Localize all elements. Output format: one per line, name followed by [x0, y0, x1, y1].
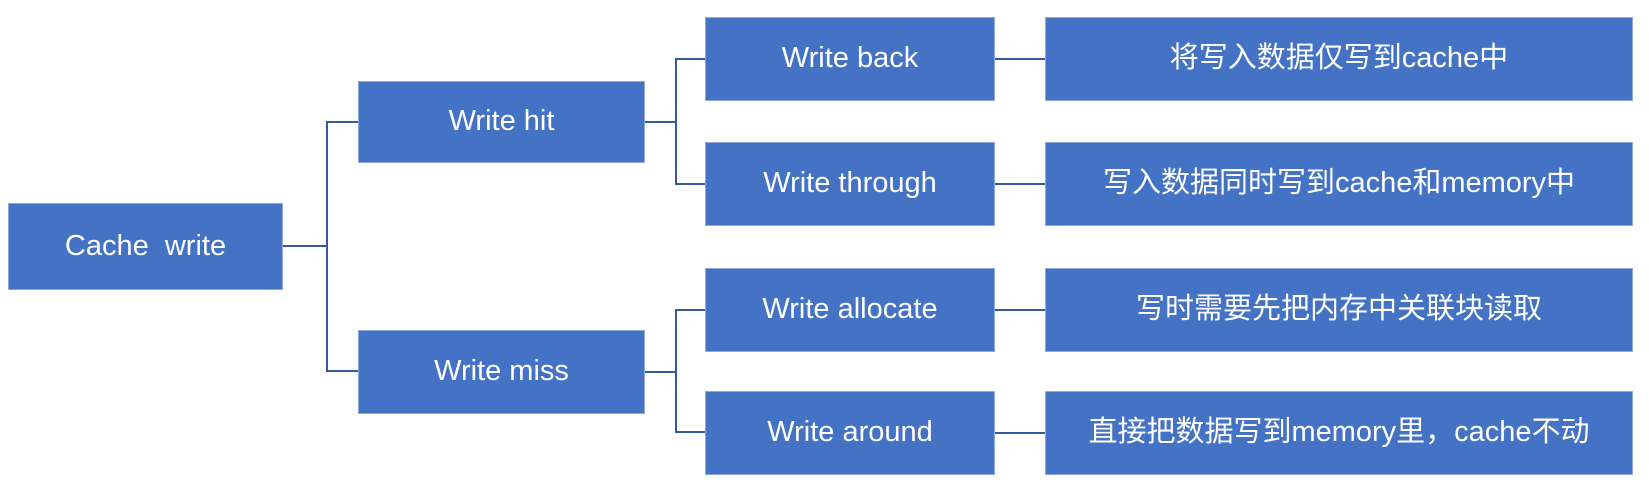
node-desc-write-allocate: 写时需要先把内存中关联块读取 — [1045, 268, 1633, 352]
node-write-allocate: Write allocate — [705, 268, 995, 352]
node-desc-write-back: 将写入数据仅写到cache中 — [1045, 17, 1633, 101]
node-write-through: Write through — [705, 142, 995, 226]
node-desc-write-through: 写入数据同时写到cache和memory中 — [1045, 142, 1633, 226]
node-write-around: Write around — [705, 391, 995, 475]
node-desc-write-around: 直接把数据写到memory里，cache不动 — [1045, 391, 1633, 475]
node-cache-write: Cache write — [8, 203, 283, 290]
connector-hit-to-through — [676, 183, 705, 185]
node-write-hit: Write hit — [358, 81, 645, 163]
connector-through-to-desc — [995, 183, 1045, 185]
node-write-back: Write back — [705, 17, 995, 101]
connector-miss-to-around — [676, 431, 705, 433]
connector-miss-vertical — [675, 309, 677, 433]
node-write-miss: Write miss — [358, 330, 645, 414]
connector-root-vertical — [326, 121, 328, 372]
connector-miss-stem — [645, 371, 677, 373]
connector-root-to-hit — [327, 121, 358, 123]
connector-miss-to-allocate — [676, 309, 705, 311]
connector-root-to-miss — [327, 370, 358, 372]
connector-hit-vertical — [675, 58, 677, 185]
connector-hit-to-back — [676, 58, 705, 60]
connector-hit-stem — [645, 121, 677, 123]
connector-back-to-desc — [995, 58, 1045, 60]
connector-allocate-to-desc — [995, 309, 1045, 311]
connector-around-to-desc — [995, 432, 1045, 434]
connector-root-stem — [283, 245, 328, 247]
